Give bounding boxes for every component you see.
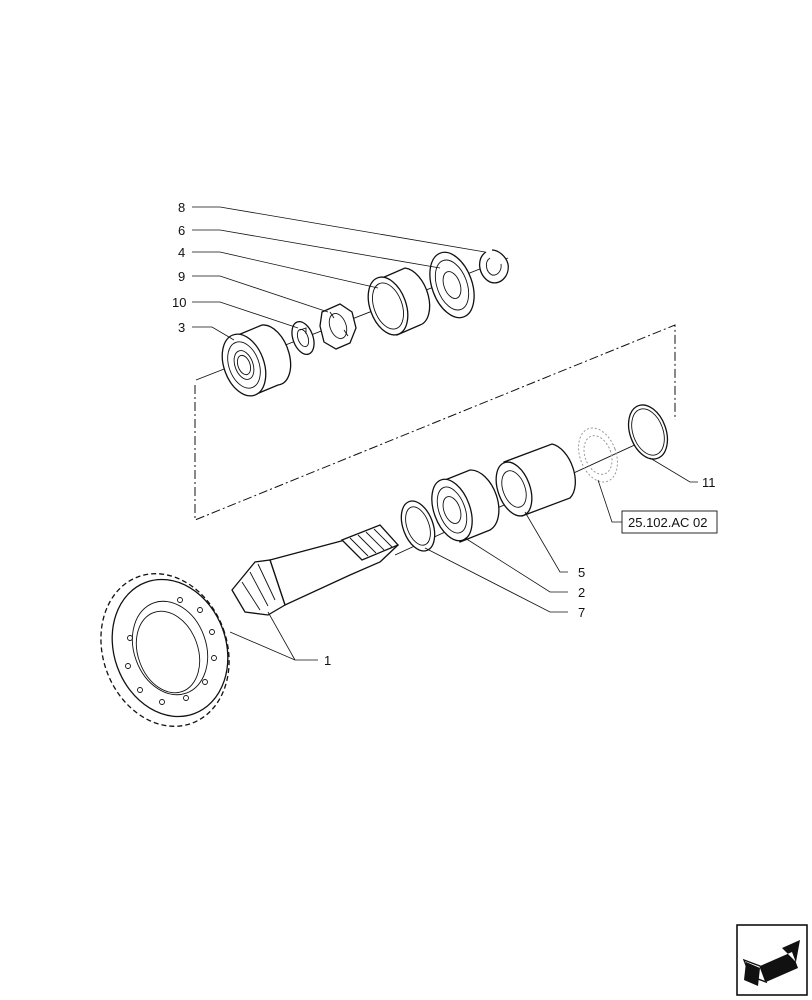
callout-10: 10: [172, 295, 186, 310]
roller-bearing-2: [431, 469, 500, 543]
callout-2: 2: [578, 585, 585, 600]
leader-7: [424, 547, 568, 613]
leader-4: [192, 251, 379, 289]
leader-2: [464, 537, 568, 593]
bearing-cup-4: [367, 267, 431, 336]
leader-6: [192, 229, 441, 269]
pinion-shaft-1: [231, 524, 400, 616]
callout-5: 5: [578, 565, 585, 580]
callout-11: 11: [702, 475, 716, 490]
callout-4: 4: [178, 245, 185, 260]
leader-5: [524, 511, 568, 573]
callout-3: 3: [178, 320, 185, 335]
shim-ring-7: [400, 500, 436, 552]
leader-9: [192, 275, 329, 313]
back-arrow-icon[interactable]: [736, 924, 808, 996]
callout-7: 7: [578, 605, 585, 620]
leader-1-gear: [229, 631, 318, 661]
ring-nut-9: [319, 303, 357, 350]
leader-8: [192, 206, 486, 253]
bearing-3: [221, 324, 292, 397]
crown-wheel-1: [100, 573, 230, 727]
cross-reference-label: 25.102.AC 02: [628, 515, 708, 530]
leader-10: [192, 301, 299, 329]
snap-ring-8: [479, 249, 509, 284]
callout-8: 8: [178, 200, 185, 215]
bearing-cone-6: [429, 251, 475, 319]
cross-reference-link[interactable]: 25.102.AC 02: [621, 510, 718, 534]
assembly-boundary: [194, 324, 676, 521]
o-ring-11: [627, 404, 669, 460]
callout-6: 6: [178, 223, 185, 238]
leader-1-pinion: [267, 611, 296, 661]
ghost-shim: [578, 427, 618, 483]
leader-11: [649, 457, 698, 483]
leader-ref: [597, 479, 622, 523]
callout-1: 1: [324, 653, 331, 668]
spacer-sleeve-5: [495, 443, 576, 517]
callout-9: 9: [178, 269, 185, 284]
lock-washer-10: [291, 321, 315, 355]
leader-3: [192, 326, 235, 341]
